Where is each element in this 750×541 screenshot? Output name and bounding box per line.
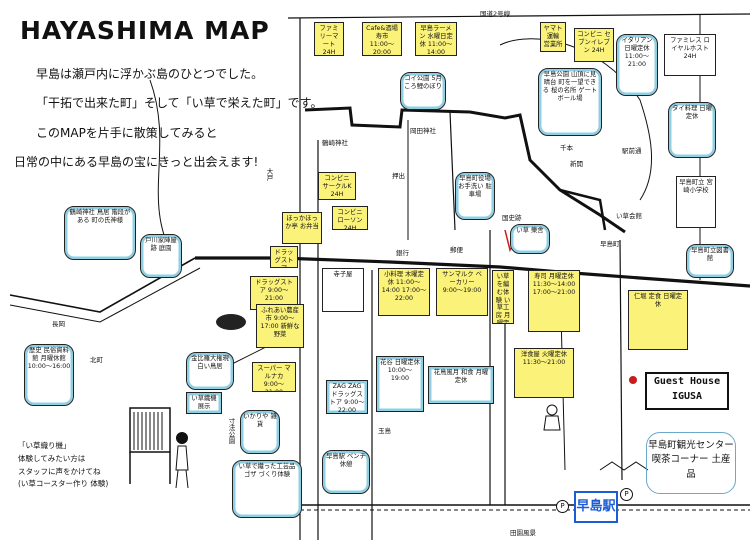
parking-icon-2: P: [556, 500, 569, 513]
place-italian[interactable]: イタリアン 日曜定休 11:00〜21:00: [616, 34, 658, 96]
label-shinkai: 新開: [570, 160, 583, 168]
place-koryori[interactable]: 小料理 木曜定休 11:00〜14:00 17:00〜22:00: [378, 268, 430, 316]
car-illustration: [216, 314, 246, 330]
tourist-center[interactable]: 早島町観光センター 喫茶コーナー 土産品: [646, 432, 736, 494]
place-seven[interactable]: コンビニ セブンイレブン 24H: [574, 28, 614, 62]
place-hanaya[interactable]: 花谷 日曜定休 10:00〜19:00: [376, 356, 424, 412]
place-ramen[interactable]: 早島ラーメン 水曜日定休 11:00〜14:00: [415, 22, 457, 56]
place-igusa-loom[interactable]: い草織機 展示: [186, 392, 222, 414]
note-line-1: 「い草織り機」: [18, 441, 71, 450]
place-tempo[interactable]: 寺子屋: [322, 268, 364, 312]
place-sushi[interactable]: 寿司 月曜定休 11:30〜14:00 17:00〜21:00: [528, 270, 580, 332]
loom-illustration: [129, 407, 189, 489]
label-koshiki: 国史跡: [502, 214, 522, 222]
place-history-museum[interactable]: 歴史 民俗資料館 月曜休館 10:00〜16:00: [24, 344, 74, 406]
label-nagaoka: 長岡: [52, 320, 65, 328]
note-line-3: スタッフに声をかけてね: [18, 466, 101, 476]
place-familymart[interactable]: ファミリーマート 24H: [314, 22, 344, 56]
place-igusa-craft[interactable]: い草で織った工芸品 ゴザ づくり体験: [232, 460, 302, 518]
place-circlek[interactable]: コンビニ サークルK 24H: [318, 172, 356, 200]
intro-line-1: 早島は瀬戸内に浮かぶ島のひとつでした。: [36, 67, 264, 81]
hayashima-station[interactable]: 早島駅: [574, 491, 618, 523]
intro-line-3: このMAPを片手に散策してみると: [36, 126, 218, 140]
guesthouse-label: Guest House IGUSA: [653, 376, 721, 402]
place-hokkahokka[interactable]: ほっかほっか亭 お弁当: [282, 212, 322, 244]
label-tsurushima-shrine: 鶴崎神社: [322, 139, 348, 147]
place-royalhost[interactable]: ファミレス ロイヤルホスト 24H: [664, 34, 716, 76]
place-ikariya[interactable]: いかりや 雑貨: [240, 410, 280, 454]
tourist-center-label: 早島町観光センター 喫茶コーナー 土産品: [648, 440, 734, 480]
label-oshiro: 押出: [392, 172, 405, 180]
note-line-4: (い草コースター作り 体験): [18, 479, 109, 489]
road-label-bottom: 田園風景: [510, 529, 536, 537]
label-hayashimacho: 早島町: [600, 240, 620, 248]
place-marunaka[interactable]: スーパー マルナカ 9:00〜21:00: [252, 362, 296, 392]
label-okido: 大戸: [265, 168, 273, 181]
place-zagzag[interactable]: ZAG ZAG ドラッグストア 9:00〜22:00: [326, 380, 368, 414]
parking-icon: P: [620, 488, 633, 501]
intro-line-2: 「干拓で出来た町」そして「い草で栄えた町」です。: [36, 96, 323, 110]
place-jinbori[interactable]: 仁堀 定食 日曜定休: [628, 290, 688, 350]
label-sunpo: 寸法公園: [227, 418, 235, 444]
place-town-office[interactable]: 早島町役場 お手洗い 駐車場: [455, 172, 495, 220]
map-title: HAYASHIMA MAP: [20, 16, 270, 45]
place-igusa-rakusha[interactable]: い草 樂舎: [510, 224, 550, 254]
place-kominka[interactable]: い草を編む体験 い草工房 月曜定休: [492, 270, 514, 324]
place-yamato[interactable]: ヤマト運輸 営業所: [540, 22, 566, 52]
place-konpira[interactable]: 金比羅大権現 白い鳥居: [186, 352, 234, 390]
label-kozakura: 駅前通: [622, 147, 642, 155]
place-togawa[interactable]: 戸川家陣屋跡 庭園: [140, 234, 182, 278]
place-tsurushima-jinja[interactable]: 鶴崎神社 鳥居 階段がある 町の氏神様: [64, 206, 136, 260]
place-fureai[interactable]: ふれあい農産市 9:00〜17:00 新鮮な野菜: [256, 304, 304, 348]
place-sanmarc[interactable]: サンマルク ベーカリー 9:00〜19:00: [436, 268, 488, 316]
place-yoshokuya[interactable]: 洋食屋 火曜定休 11:30〜21:00: [514, 348, 574, 398]
label-yubin: 郵便: [450, 246, 463, 254]
place-elementary[interactable]: 早島町立 宮崎小学校: [676, 176, 716, 228]
guesthouse-igusa[interactable]: Guest House IGUSA: [645, 372, 729, 410]
label-senbon: 千本: [560, 144, 573, 152]
place-koi-park[interactable]: コイ公園 5月ころ鯉のぼり: [400, 72, 446, 110]
road-label-route2: 国道2号線: [480, 10, 511, 18]
place-drugstore-a[interactable]: ドラッグストア 9:00〜21:00: [270, 246, 298, 268]
label-kitamachi: 北町: [90, 356, 103, 364]
person-illustration: [543, 404, 561, 431]
place-cafe[interactable]: Cafe&酒場 寿市 11:00〜20:00: [362, 22, 402, 56]
label-okada-shrine: 岡田神社: [410, 127, 436, 135]
place-thai[interactable]: タイ料理 日曜定休: [668, 102, 716, 158]
place-station-bench[interactable]: 早島駅 ベンチ 休憩: [322, 450, 370, 494]
label-igusa-center: い草会館: [616, 212, 642, 220]
place-kachofugetsu[interactable]: 花鳥風月 和食 月曜定休: [428, 366, 494, 404]
place-hayashima-park[interactable]: 早島公園 山頂に見晴台 町を一望できる 桜の名所 ゲートボール場: [538, 68, 602, 136]
note-line-2: 体験してみたい方は: [18, 453, 86, 463]
place-library[interactable]: 早島町立図書館: [686, 244, 734, 278]
loom-note: 「い草織り機」 体験してみたい方は スタッフに声をかけてね (い草コースター作り…: [18, 440, 108, 491]
label-ginko: 銀行: [396, 249, 409, 257]
place-lawson[interactable]: コンビニ ローソン 24H: [332, 206, 368, 230]
label-tamazono: 玉島: [378, 427, 391, 435]
guesthouse-pin: [629, 376, 637, 384]
intro-line-4: 日常の中にある早島の宝にきっと出会えます!: [14, 155, 259, 169]
